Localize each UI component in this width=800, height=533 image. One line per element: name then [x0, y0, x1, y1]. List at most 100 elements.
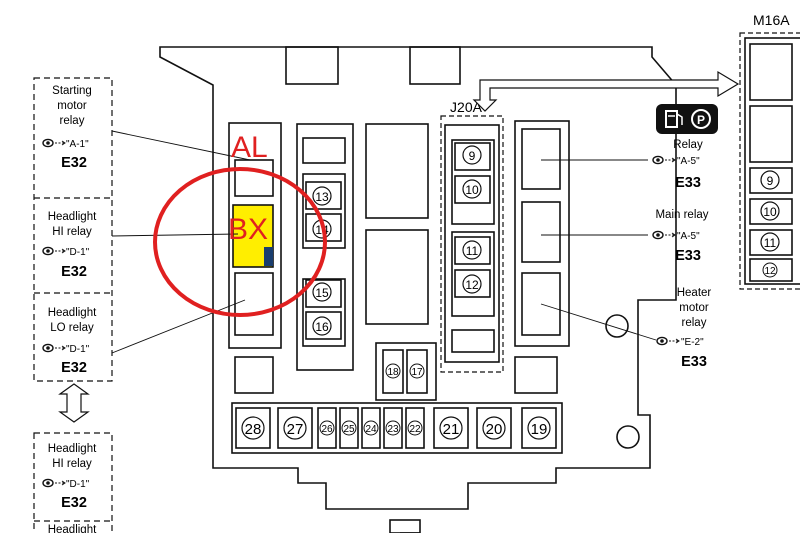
svg-text:P: P: [697, 113, 705, 127]
fuse-slot: [454, 175, 491, 204]
grid-reference: "E-2": [681, 337, 704, 348]
left-callout-headlight-lo-relay: Headlight LO relay "D-1" E32: [42, 307, 97, 376]
callout-label-line: Headlight: [48, 211, 97, 223]
fuse-number: 22: [409, 424, 421, 435]
highlight-circle: [153, 167, 327, 317]
grid-reference: "A-5": [677, 231, 700, 242]
callout-label-line: relay: [682, 317, 707, 329]
fuse-number: 11: [466, 244, 479, 258]
connector-code: E33: [675, 248, 701, 264]
red-annotations: AL BX: [153, 131, 327, 317]
fuse-numbers-center: 13 14 15 16: [312, 186, 332, 336]
relay-slot-main-relay: [521, 201, 561, 263]
small-fuse-pair: [375, 342, 437, 401]
fuse-slot: [305, 279, 342, 308]
eye-icon: [42, 246, 54, 256]
fuse-numbers-small: 18 17: [385, 363, 425, 379]
fuse-number: 17: [411, 367, 423, 378]
connector-arrow: [472, 70, 740, 112]
left-callout-headlight-cut: Headlight: [48, 524, 97, 533]
callout-label-line: Main relay: [655, 209, 708, 221]
fuse-column-center: [296, 123, 354, 371]
bottom-tab: [389, 519, 421, 533]
grid-reference: "D-1": [66, 344, 90, 355]
connector-code: E32: [61, 495, 87, 511]
fuse-number: 9: [767, 174, 774, 188]
j20a-label: J20A: [450, 99, 483, 115]
connector-code: E32: [61, 360, 87, 376]
fuel-parking-icon: P: [656, 104, 718, 134]
fuse-number: 12: [764, 266, 776, 277]
fuse-number: 10: [763, 205, 777, 219]
grid-reference: "A-1": [66, 139, 89, 150]
callout-label-line: Relay: [673, 139, 703, 151]
connector-code: E33: [681, 354, 707, 370]
fuse-number: 26: [321, 424, 333, 435]
bottom-fuse-row: [231, 356, 563, 454]
grid-reference: "D-1": [66, 479, 90, 490]
fuse-number: 13: [315, 190, 329, 204]
fuse-slot: [454, 142, 491, 171]
fuse-number: 25: [343, 424, 355, 435]
callout-label-line: motor: [57, 100, 87, 112]
fuse-number: 18: [387, 367, 399, 378]
fuse-slot: [454, 236, 491, 265]
fuse-numbers-j20a: 9 10 11 12: [462, 145, 482, 294]
fuse-slot: [406, 349, 428, 394]
callout-label-line: Headlight: [48, 307, 97, 319]
callout-label-line: Starting: [52, 85, 92, 97]
fuse-numbers-bottom: 28 27 26 25 24 23 22 21 20 19: [241, 416, 551, 440]
fuse-slot: [382, 349, 404, 394]
fuse-slot: [454, 269, 491, 298]
relay-slot-al: [234, 159, 274, 197]
connector-code: E32: [61, 155, 87, 171]
left-callout-headlight-hi-relay-2: Headlight HI relay "D-1" E32: [42, 443, 97, 511]
double-arrow-icon: [58, 383, 90, 423]
fuse-number: 9: [469, 149, 476, 163]
relay-column-right: [514, 120, 570, 347]
right-callout-heater-motor-relay: Heater motor relay "E-2" E33: [656, 287, 712, 370]
leader-lines: [111, 130, 657, 354]
relay-slot-bottom: [234, 356, 274, 394]
fuse-slot: [235, 407, 271, 449]
fuse-box-outline: [159, 46, 677, 533]
fuse-number: 11: [764, 236, 777, 250]
right-callout-relay: Relay "A-5" E33: [652, 139, 703, 191]
fuse-slot: [305, 311, 342, 340]
eye-icon: [656, 336, 668, 346]
eye-icon: [42, 138, 54, 148]
fuse-slot: [317, 407, 337, 449]
j20a-connector: [440, 115, 504, 373]
callout-label-line: HI relay: [52, 458, 92, 470]
grid-reference: "A-5": [677, 156, 700, 167]
fuse-slot: [277, 407, 313, 449]
callout-label-line: motor: [679, 302, 709, 314]
fuse-slot: [361, 407, 381, 449]
callout-label-line: Headlight: [48, 524, 97, 533]
connector-code: E32: [61, 264, 87, 280]
left-callout-headlight-hi-relay: Headlight HI relay "D-1" E32: [42, 211, 97, 280]
relay-slot-relay: [521, 128, 561, 190]
fuse-slot: [521, 407, 557, 449]
fuse-number: 28: [245, 421, 262, 438]
fuse-number: 12: [465, 278, 479, 292]
eye-icon: [42, 343, 54, 353]
connector-code: E33: [675, 175, 701, 191]
center-large-blocks: [365, 123, 429, 325]
fuse-slot: [383, 407, 403, 449]
relay-slot-heater: [521, 272, 561, 336]
left-callout-panel: [33, 77, 113, 533]
fuse-number: 16: [315, 320, 329, 334]
fuse-slot: [405, 407, 425, 449]
fuse-number: 15: [315, 286, 329, 300]
callout-label-line: Heater: [677, 287, 712, 299]
fuse-slot: [339, 407, 359, 449]
callout-label-line: LO relay: [50, 322, 94, 334]
eye-icon: [42, 478, 54, 488]
fuse-slot: [433, 407, 469, 449]
callout-label-line: HI relay: [52, 226, 92, 238]
annotation-bx: BX: [228, 213, 268, 246]
fuse-number: 24: [365, 424, 377, 435]
left-callout-starting-motor-relay: Starting motor relay "A-1" E32: [42, 85, 92, 171]
